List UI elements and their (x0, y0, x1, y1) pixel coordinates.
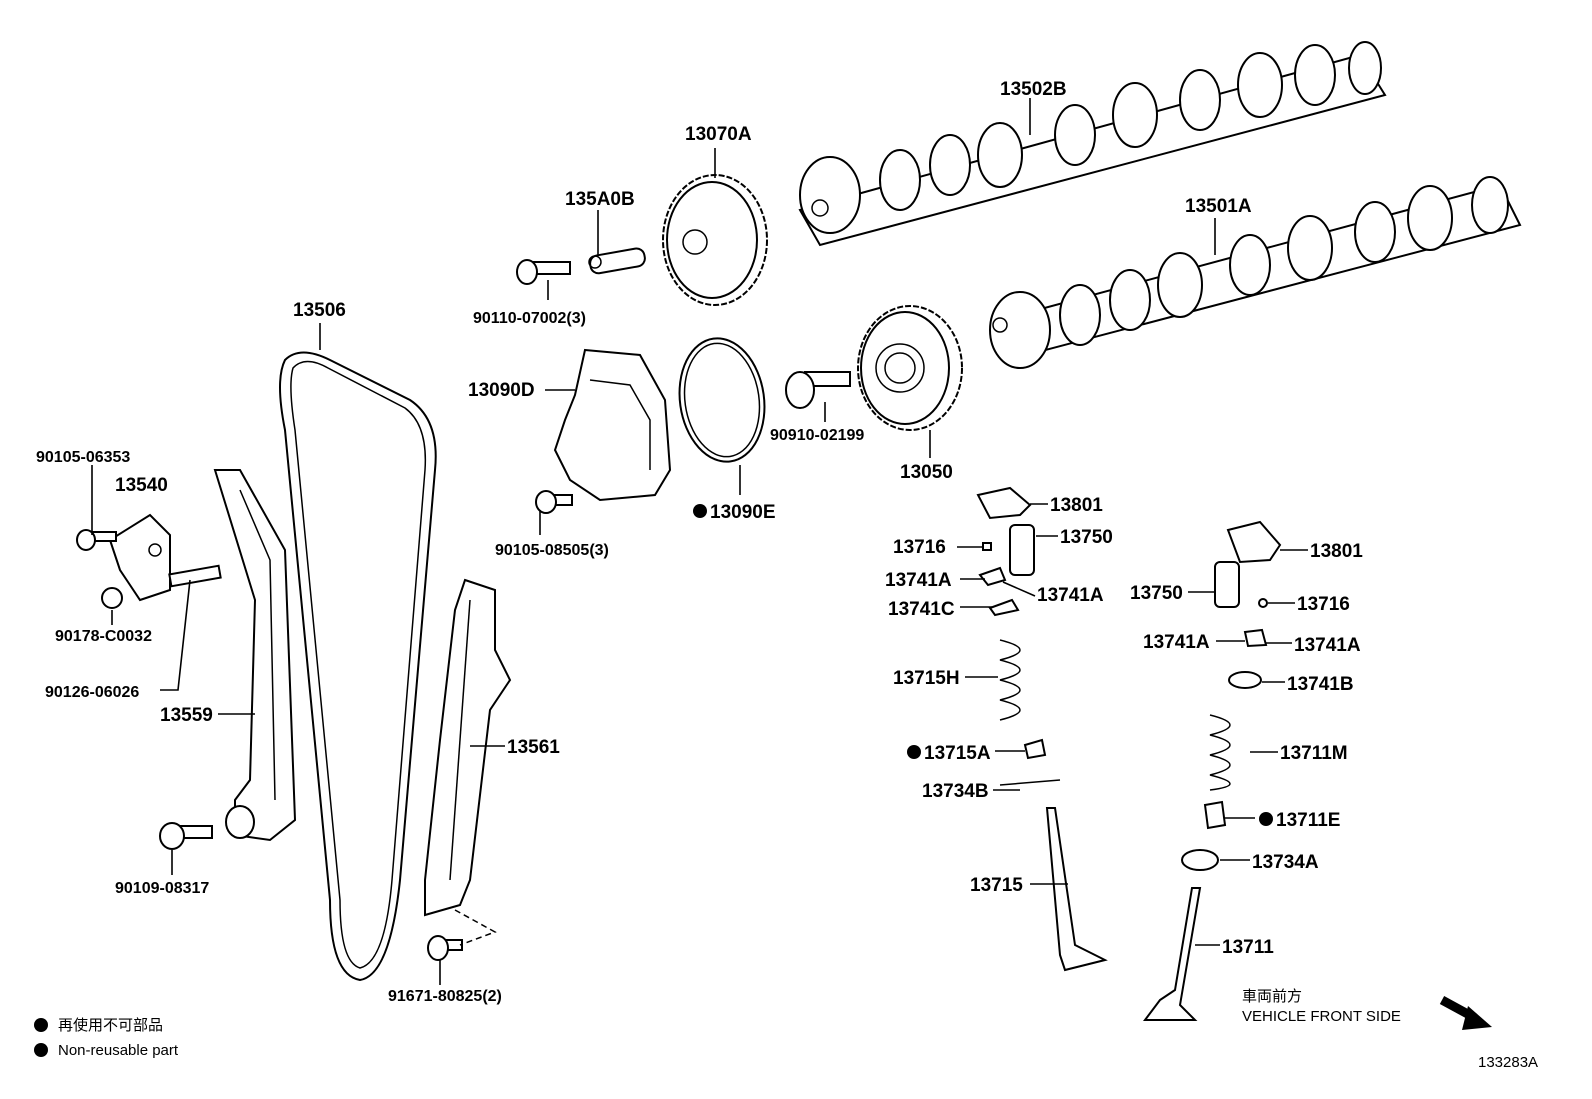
timing-gear-13050 (857, 305, 963, 431)
nut-90178-c0032 (101, 587, 123, 609)
leader-lines (91, 98, 1308, 985)
label-135a0b: 135A0B (565, 189, 635, 210)
front-arrow-icon (1439, 996, 1492, 1030)
label-90105-06353: 90105-06353 (36, 449, 130, 466)
label-13734b: 13734B (922, 781, 989, 802)
valve-train-left (976, 486, 1108, 972)
label-13715a: 13715A (924, 743, 991, 764)
cover-13090d (553, 348, 672, 502)
label-13801-right: 13801 (1310, 541, 1363, 562)
label-90105-08505: 90105-08505(3) (495, 542, 609, 559)
legend-jp: 再使用不可部品 (58, 1017, 163, 1034)
label-13090d: 13090D (468, 380, 535, 401)
tensioner-13540 (108, 513, 171, 602)
label-13715: 13715 (970, 875, 1023, 896)
chain-guide-13561 (424, 578, 512, 917)
label-13090e: 13090E (710, 502, 776, 523)
bolt-91671-80825 (427, 909, 497, 961)
label-13741a-4: 13741A (1294, 635, 1361, 656)
legend-en: Non-reusable part (58, 1042, 179, 1059)
part-labels: 13502B 13070A 13501A 135A0B 90110-07002(… (36, 79, 1363, 1005)
label-13502b: 13502B (1000, 79, 1067, 100)
gasket-13090e (678, 337, 766, 463)
label-13540: 13540 (115, 475, 168, 496)
label-13741c: 13741C (888, 599, 955, 620)
label-13561: 13561 (507, 737, 560, 758)
label-91671-80825: 91671-80825(2) (388, 988, 502, 1005)
bolt-90109-08317 (159, 822, 213, 850)
bolt-90110-07002 (516, 259, 571, 285)
chain-guide-13559 (213, 469, 297, 842)
label-13750-right: 13750 (1130, 583, 1183, 604)
label-90109-08317: 90109-08317 (115, 880, 209, 897)
label-13716-right: 13716 (1297, 594, 1350, 615)
label-13750-left: 13750 (1060, 527, 1113, 548)
label-13741a-3: 13741A (1143, 632, 1210, 653)
label-13715h: 13715H (893, 668, 960, 689)
legend-bullet (34, 1043, 48, 1057)
legend: 再使用不可部品 Non-reusable part (34, 1017, 179, 1059)
label-13741b: 13741B (1287, 674, 1354, 695)
cam-sprocket-13070a (662, 174, 768, 306)
label-13506: 13506 (293, 300, 346, 321)
label-90910-02199: 90910-02199 (770, 427, 864, 444)
direction-en: VEHICLE FRONT SIDE (1242, 1008, 1401, 1025)
label-13716-left: 13716 (893, 537, 946, 558)
label-13734a: 13734A (1252, 852, 1319, 873)
label-90178-c0032: 90178-C0032 (55, 628, 152, 645)
front-direction: 車両前方 VEHICLE FRONT SIDE (1242, 988, 1492, 1030)
legend-bullet (34, 1018, 48, 1032)
label-13501a: 13501A (1185, 196, 1252, 217)
label-13050: 13050 (900, 462, 953, 483)
label-13711e: 13711E (1276, 810, 1340, 831)
label-13741a-1: 13741A (885, 570, 952, 591)
label-13711: 13711 (1222, 937, 1274, 958)
label-13711m: 13711M (1280, 743, 1348, 764)
label-90110-07002: 90110-07002(3) (473, 310, 586, 327)
label-13559: 13559 (160, 705, 213, 726)
valve-train-right (1143, 520, 1282, 1021)
direction-jp: 車両前方 (1242, 988, 1302, 1005)
bolt-90910-02199 (785, 371, 851, 409)
camshaft-13502b (798, 41, 1387, 247)
label-13801-left: 13801 (1050, 495, 1103, 516)
non-reusable-marker (693, 504, 707, 518)
label-90126-06026: 90126-06026 (45, 684, 139, 701)
stud-90126-06026 (168, 564, 222, 588)
diagram-id: 133283A (1478, 1054, 1538, 1071)
timing-chain-13506 (279, 351, 437, 982)
valve-135a0b (588, 247, 646, 275)
bolt-90105-08505 (535, 490, 573, 514)
non-reusable-marker (1259, 812, 1273, 826)
label-13741a-2: 13741A (1037, 585, 1104, 606)
bolt-90105-06353 (76, 529, 117, 551)
camshaft-13501a (989, 176, 1522, 369)
label-13070a: 13070A (685, 124, 752, 145)
non-reusable-marker (907, 745, 921, 759)
